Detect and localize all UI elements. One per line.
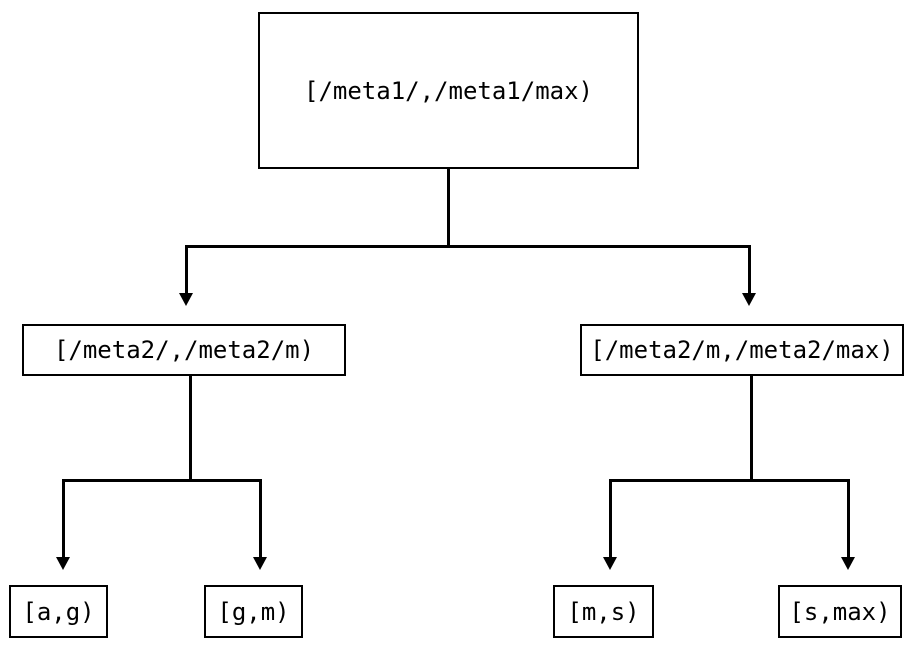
arrowhead-leaf-ag-icon <box>56 557 70 570</box>
node-mid-left[interactable]: [/meta2/,/meta2/m) <box>22 324 346 376</box>
arrowhead-leaf-ms-icon <box>603 557 617 570</box>
edge-mid-right-to-leaf-smax <box>847 479 850 557</box>
arrowhead-mid-left-icon <box>179 293 193 306</box>
arrowhead-leaf-gm-icon <box>253 557 267 570</box>
edge-mid-right-stem <box>750 376 753 482</box>
edge-right-subtree-bar <box>609 479 850 482</box>
edge-left-subtree-bar <box>62 479 262 482</box>
arrowhead-mid-right-icon <box>742 293 756 306</box>
edge-mid-left-to-leaf-gm <box>259 479 262 557</box>
edge-root-stem <box>447 169 450 247</box>
node-root[interactable]: [/meta1/,/meta1/max) <box>258 12 639 169</box>
edge-root-to-mid-left <box>185 245 188 293</box>
node-leaf-ms[interactable]: [m,s) <box>553 585 654 638</box>
node-leaf-smax[interactable]: [s,max) <box>778 585 902 638</box>
edge-level1-bar <box>185 245 751 248</box>
edge-mid-left-to-leaf-ag <box>62 479 65 557</box>
node-mid-right[interactable]: [/meta2/m,/meta2/max) <box>580 324 904 376</box>
arrowhead-leaf-smax-icon <box>841 557 855 570</box>
edge-mid-right-to-leaf-ms <box>609 479 612 557</box>
edge-root-to-mid-right <box>748 245 751 293</box>
node-leaf-gm[interactable]: [g,m) <box>204 585 303 638</box>
node-leaf-ag[interactable]: [a,g) <box>9 585 108 638</box>
edge-mid-left-stem <box>189 376 192 482</box>
